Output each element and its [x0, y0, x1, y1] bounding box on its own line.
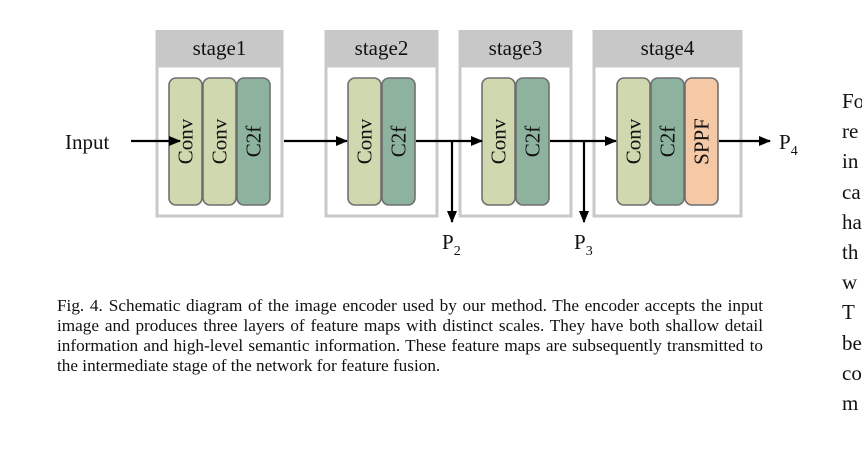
- right-column-line: in: [842, 149, 859, 174]
- figure-caption: Fig. 4.Schematic diagram of the image en…: [57, 296, 763, 376]
- stage-1-block-conv: Conv: [168, 77, 203, 206]
- output-p4-label: P4: [779, 130, 798, 159]
- output-p3-label: P3: [574, 230, 593, 259]
- block-label: Conv: [208, 118, 232, 164]
- block-label: Conv: [487, 118, 511, 164]
- stage-3-block-c2f: C2f: [515, 77, 550, 206]
- stage-3-title: stage3: [489, 36, 543, 60]
- stage-4-block-sppf: SPPF: [684, 77, 719, 206]
- block-label: Conv: [622, 118, 646, 164]
- stage-3-block-conv: Conv: [481, 77, 516, 206]
- right-column-line: ca: [842, 179, 861, 204]
- block-label: SPPF: [690, 118, 714, 165]
- stage-1-block-conv: Conv: [202, 77, 237, 206]
- stage-2-block-conv: Conv: [347, 77, 382, 206]
- stage-4-header: [592, 30, 743, 66]
- right-column-line: m: [842, 390, 859, 415]
- right-column-line: be: [842, 330, 862, 355]
- right-column-line: th: [842, 239, 859, 264]
- stage-2-title: stage2: [355, 36, 409, 60]
- right-column-line: co: [842, 360, 862, 385]
- block-label: C2f: [656, 126, 680, 158]
- caption-text: Schematic diagram of the image encoder u…: [57, 296, 763, 375]
- block-label: Conv: [353, 118, 377, 164]
- stage-1-title: stage1: [193, 36, 247, 60]
- right-column-line: Fo: [842, 89, 862, 113]
- stage-4-block-c2f: C2f: [650, 77, 685, 206]
- right-column-line: ha: [842, 209, 862, 234]
- block-label: C2f: [521, 126, 545, 158]
- stage-2-block-c2f: C2f: [381, 77, 416, 206]
- right-column-line: w: [842, 270, 858, 295]
- stage-2-header: [324, 30, 439, 66]
- stage-3-header: [458, 30, 573, 66]
- input-label: Input: [65, 130, 109, 154]
- block-label: C2f: [242, 126, 266, 158]
- output-p2-label: P2: [442, 230, 461, 259]
- stage-1-header: [155, 30, 284, 66]
- right-column-line: re: [842, 119, 859, 144]
- block-label: C2f: [387, 126, 411, 158]
- right-column-line: T: [842, 300, 855, 325]
- stage-4-block-conv: Conv: [616, 77, 651, 206]
- stage-1-block-c2f: C2f: [236, 77, 271, 206]
- stage-4-title: stage4: [641, 36, 695, 60]
- caption-label: Fig. 4.: [57, 296, 103, 315]
